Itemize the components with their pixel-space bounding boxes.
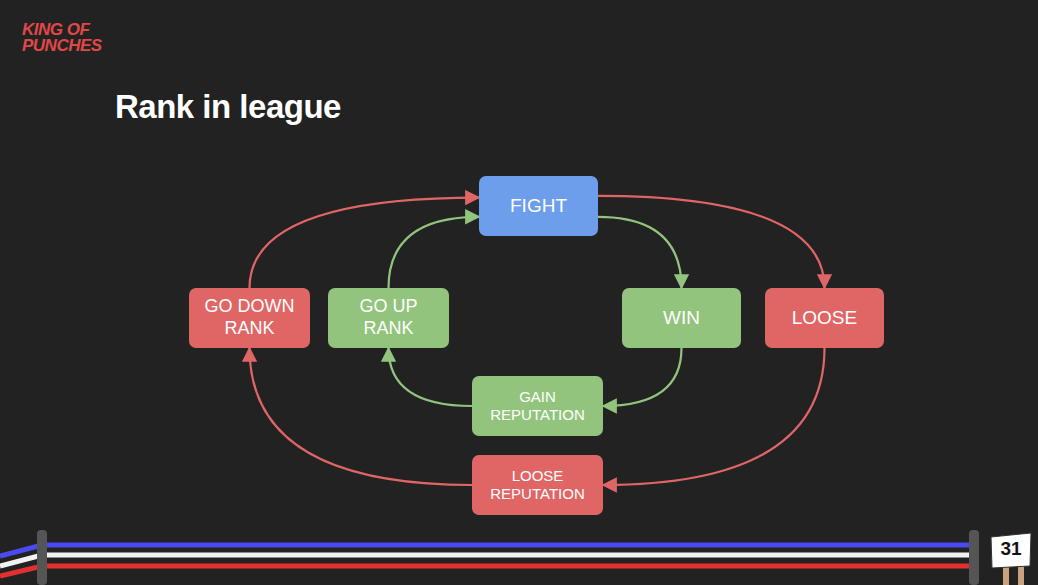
flow-arrow: [389, 217, 480, 288]
round-card: [991, 533, 1031, 568]
flow-arrow: [603, 348, 825, 485]
flow-arrow: [603, 348, 682, 406]
flow-arrow: [250, 348, 473, 485]
flow-arrow: [250, 198, 480, 288]
flow-arrow: [598, 196, 825, 288]
process-box: LOOSE REPUTATION: [472, 455, 603, 515]
page-number: 31: [994, 538, 1028, 560]
box-label: WIN: [663, 307, 700, 330]
flow-arrow: [389, 348, 473, 406]
flow-arrow: [598, 217, 682, 288]
process-box: WIN: [622, 288, 741, 348]
box-label: LOOSE REPUTATION: [481, 467, 594, 503]
rope: [0, 566, 974, 576]
process-box: GO UP RANK: [328, 288, 449, 348]
logo-text: KING OF PUNCHES: [22, 22, 118, 54]
box-label: FIGHT: [510, 195, 567, 218]
slide-title: Rank in league: [115, 88, 341, 126]
process-box: GAIN REPUTATION: [472, 376, 603, 436]
box-label: GO UP RANK: [337, 296, 440, 339]
process-box: GO DOWN RANK: [189, 288, 310, 348]
process-box: LOOSE: [765, 288, 884, 348]
box-label: GAIN REPUTATION: [481, 388, 594, 424]
box-label: GO DOWN RANK: [198, 296, 301, 339]
process-box: FIGHT: [479, 176, 598, 236]
box-label: LOOSE: [792, 307, 857, 330]
ring-post: [969, 530, 979, 585]
ring-post: [37, 530, 47, 585]
